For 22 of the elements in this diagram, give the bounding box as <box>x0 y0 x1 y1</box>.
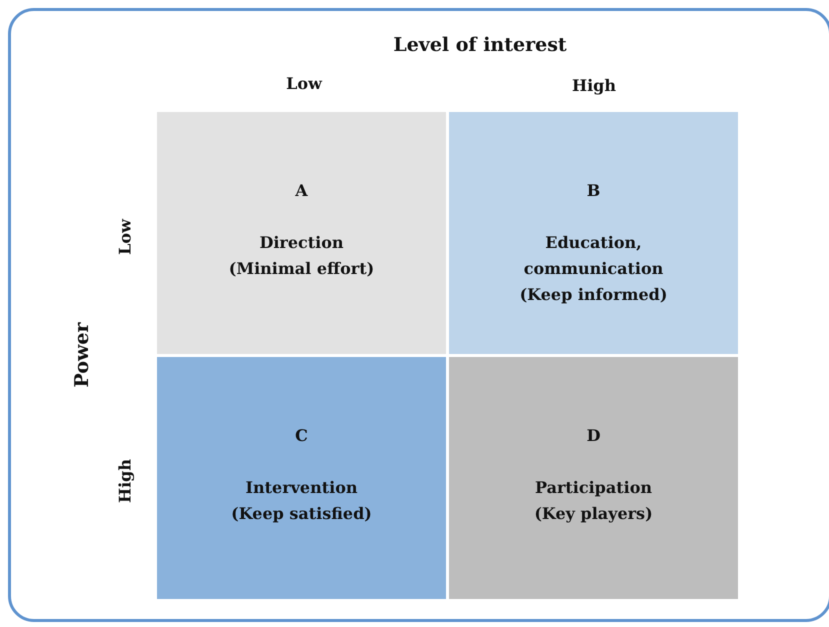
quadrant-box <box>449 112 738 354</box>
quadrant-letter: A <box>295 180 308 202</box>
axis-label: Power <box>71 322 93 388</box>
quadrant-text: Participation <box>534 477 652 499</box>
quadrant-text: Education, communication <box>522 232 664 280</box>
axis-label: Low <box>116 219 134 255</box>
quadrant-text: Intervention <box>246 477 358 499</box>
quadrant-box <box>157 357 446 599</box>
quadrant-box <box>157 112 446 354</box>
quadrant-text: (Keep satisfied) <box>231 503 372 525</box>
quadrant-letter: D <box>586 425 600 447</box>
quadrant-text: (Keep informed) <box>520 284 668 306</box>
quadrant-text: (Minimal effort) <box>228 258 374 280</box>
axis-label: High <box>570 76 617 95</box>
quadrant-letter: C <box>295 425 308 447</box>
quadrant-box <box>449 357 738 599</box>
axis-title: Level of interest <box>392 34 568 56</box>
quadrant-letter: B <box>586 180 600 202</box>
quadrant-text: (Key players) <box>534 503 653 525</box>
quadrant-text: Direction <box>259 232 344 254</box>
axis-label: Low <box>285 74 324 93</box>
axis-label: High <box>116 459 134 503</box>
